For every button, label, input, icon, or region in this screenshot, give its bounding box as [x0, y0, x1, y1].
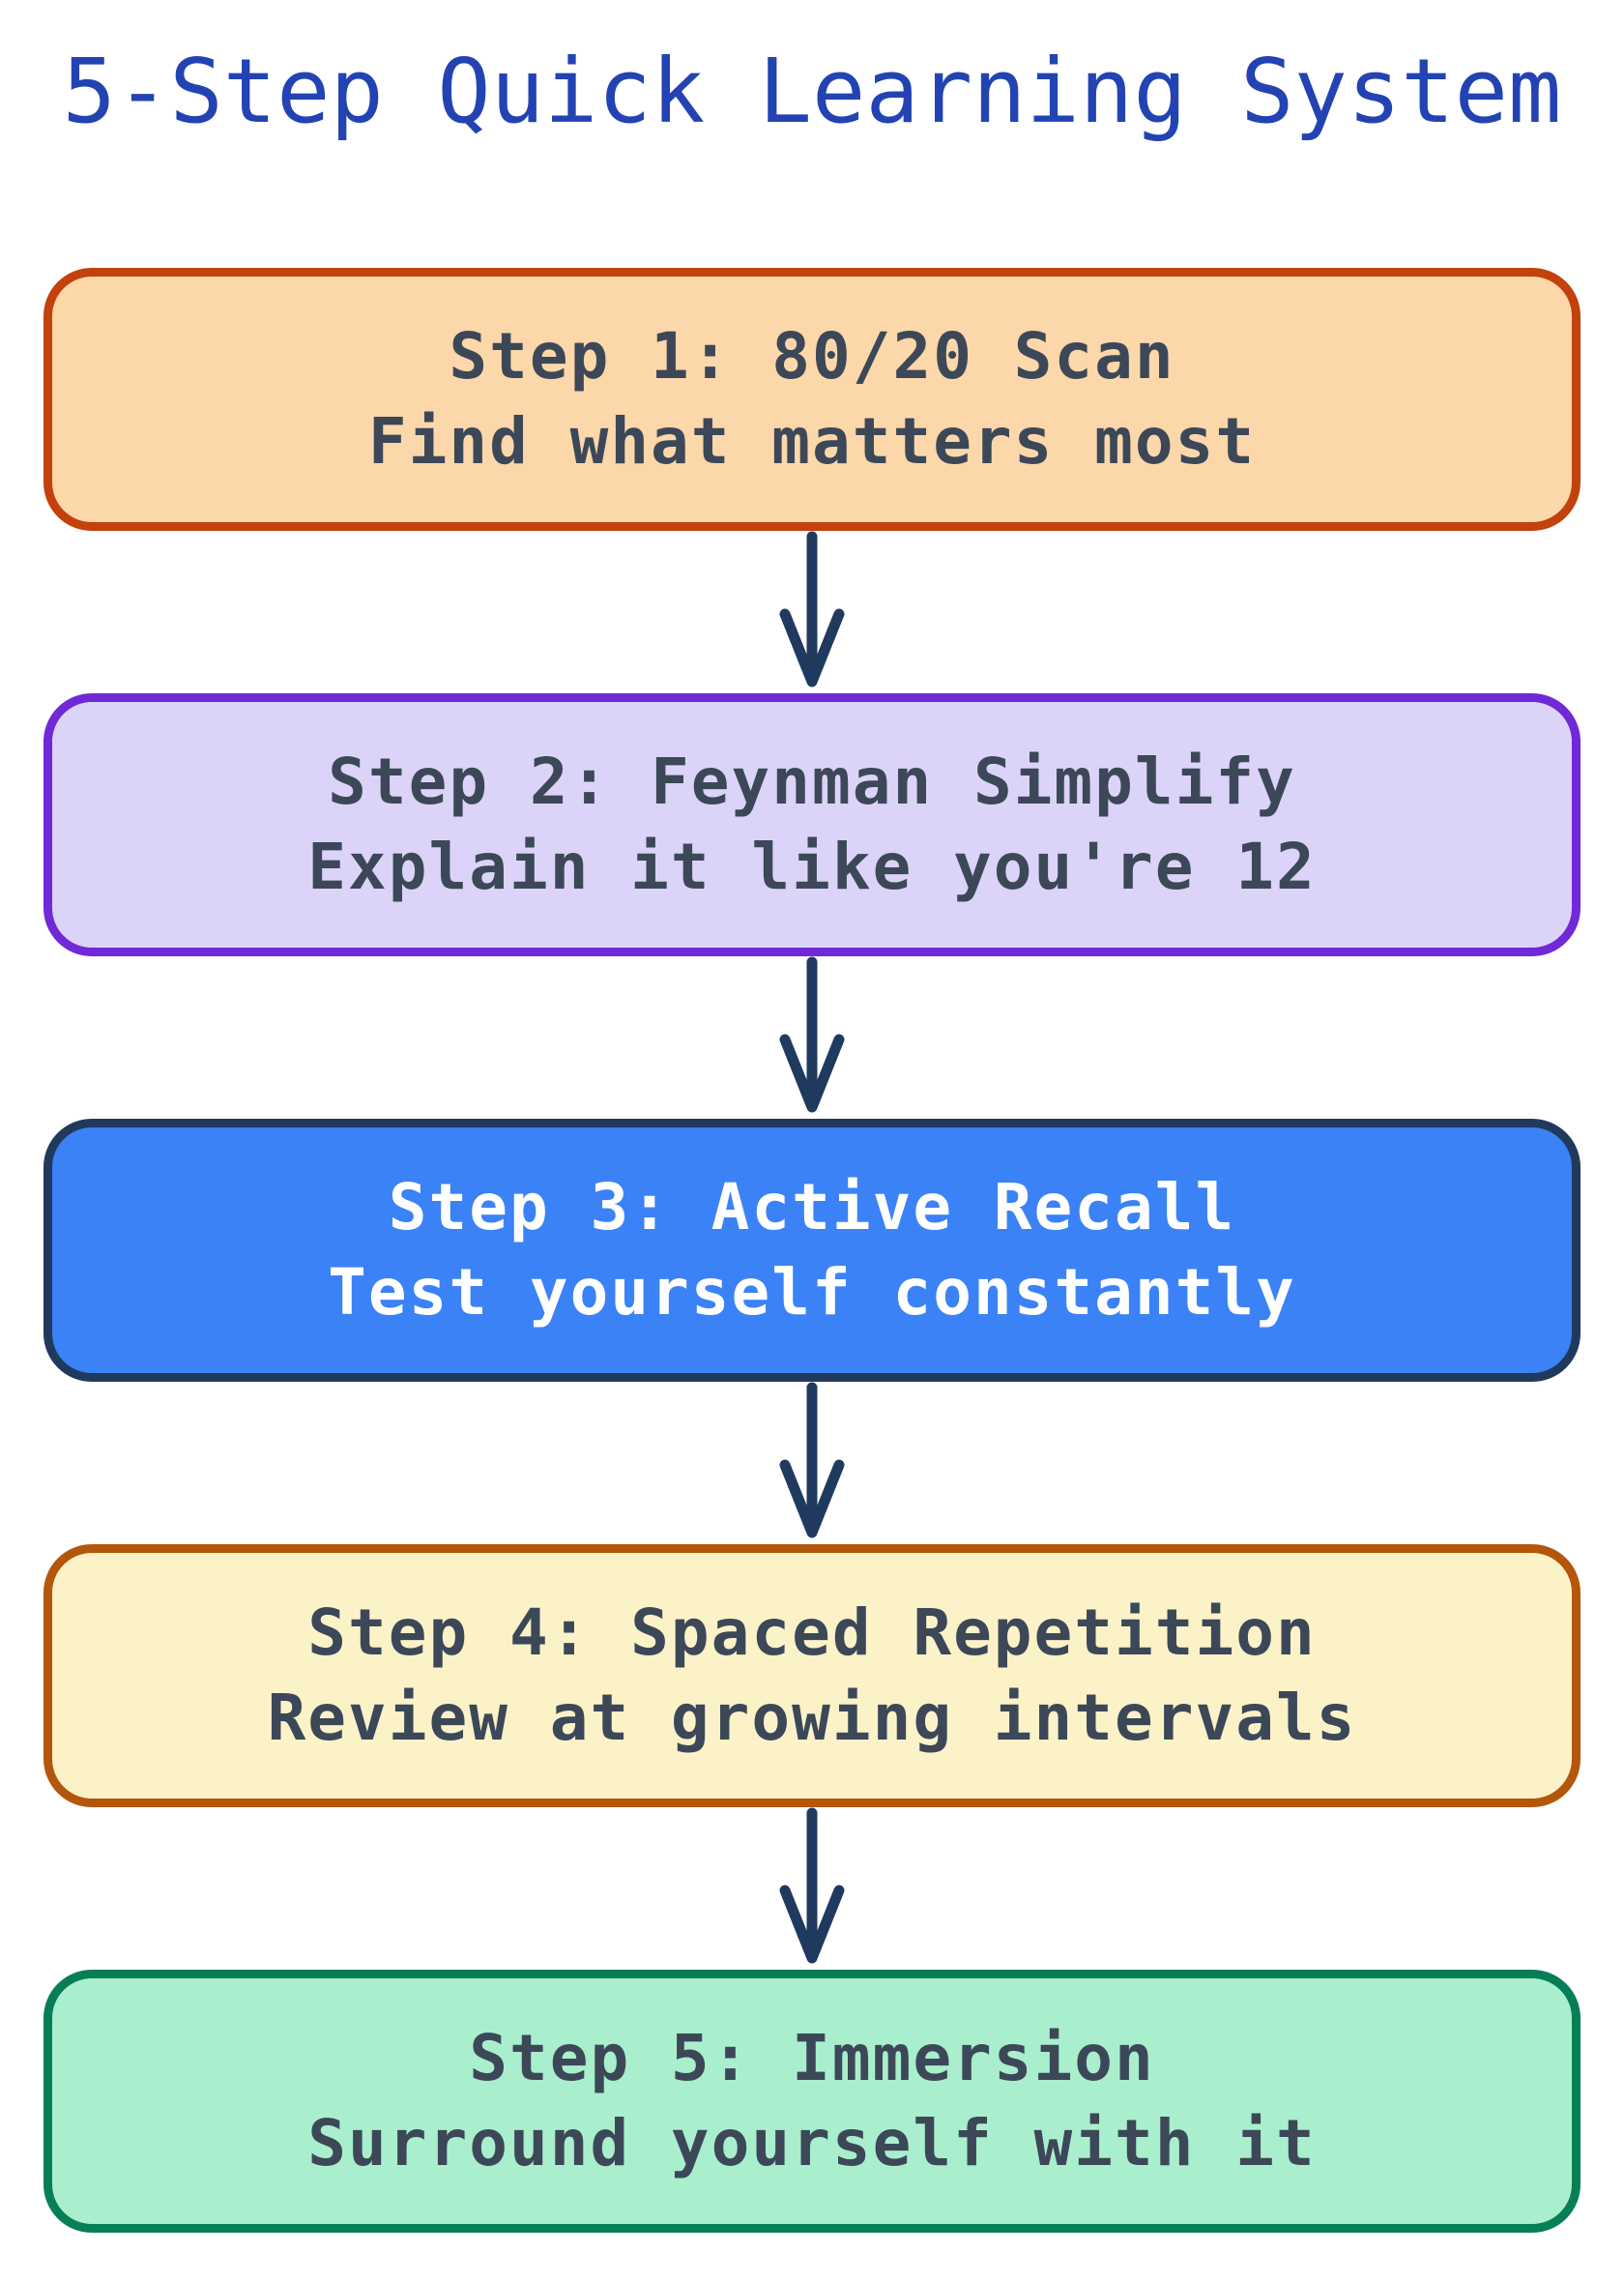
arrow-down-icon	[779, 1807, 845, 1964]
step-3-node: Step 3: Active Recall Test yourself cons…	[44, 1119, 1580, 1382]
page-title: 5-Step Quick Learning System	[62, 40, 1562, 143]
step-2-subtitle: Explain it like you're 12	[307, 830, 1317, 904]
step-5-title: Step 5: Immersion	[469, 2021, 1155, 2095]
step-2-node: Step 2: Feynman Simplify Explain it like…	[44, 693, 1580, 956]
step-5-node: Step 5: Immersion Surround yourself with…	[44, 1970, 1580, 2233]
step-1-node: Step 1: 80/20 Scan Find what matters mos…	[44, 268, 1580, 531]
arrow-down-icon	[779, 956, 845, 1113]
connector-2-3	[768, 956, 856, 1119]
connector-3-4	[768, 1382, 856, 1544]
step-4-node: Step 4: Spaced Repetition Review at grow…	[44, 1544, 1580, 1807]
step-5-subtitle: Surround yourself with it	[307, 2106, 1317, 2180]
step-1-subtitle: Find what matters most	[367, 404, 1257, 479]
connector-1-2	[768, 531, 856, 693]
step-3-subtitle: Test yourself constantly	[328, 1255, 1296, 1330]
flow-stack: Step 1: 80/20 Scan Find what matters mos…	[44, 268, 1580, 2233]
step-4-title: Step 4: Spaced Repetition	[307, 1595, 1317, 1670]
step-4-subtitle: Review at growing intervals	[267, 1681, 1357, 1755]
step-2-title: Step 2: Feynman Simplify	[328, 745, 1296, 819]
step-3-title: Step 3: Active Recall	[388, 1170, 1236, 1244]
step-1-title: Step 1: 80/20 Scan	[449, 319, 1175, 394]
arrow-down-icon	[779, 531, 845, 688]
arrow-down-icon	[779, 1382, 845, 1538]
connector-4-5	[768, 1807, 856, 1970]
